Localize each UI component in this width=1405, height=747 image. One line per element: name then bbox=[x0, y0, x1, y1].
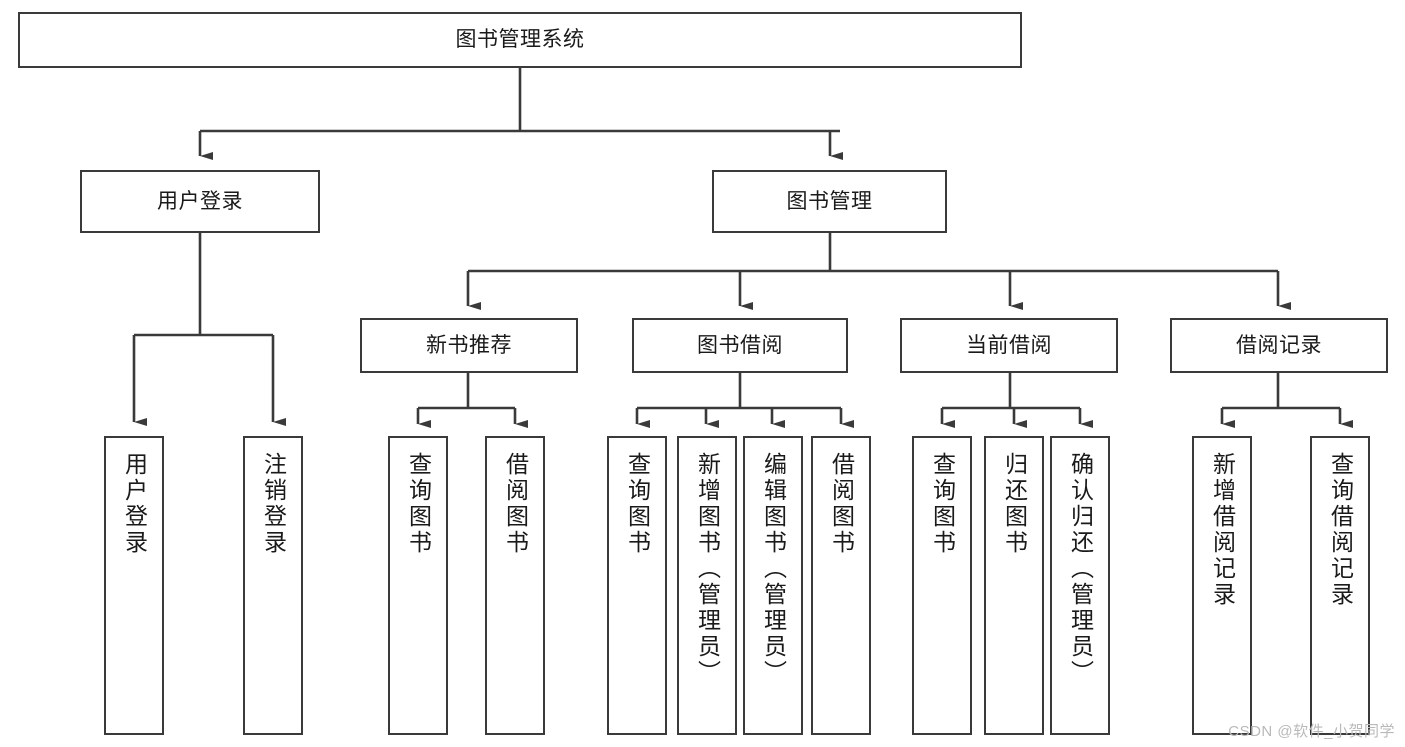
leaf-book-borrow-query[interactable]: 查询图书 bbox=[607, 436, 667, 735]
node-label: 新增借阅记录 bbox=[1209, 452, 1236, 608]
leaf-book-borrow-add[interactable]: 新增图书（管理员） bbox=[677, 436, 737, 735]
node-label: 归还图书 bbox=[1001, 452, 1028, 556]
node-label: 当前借阅 bbox=[966, 333, 1052, 357]
node-label: 新增图书（管理员） bbox=[694, 452, 721, 686]
node-user-login[interactable]: 用户登录 bbox=[80, 170, 320, 233]
node-book-management[interactable]: 图书管理 bbox=[712, 170, 947, 233]
leaf-user-login-login[interactable]: 用户登录 bbox=[104, 436, 164, 735]
leaf-book-borrow-edit[interactable]: 编辑图书（管理员） bbox=[743, 436, 803, 735]
node-label: 查询图书 bbox=[929, 452, 956, 556]
node-label: 确认归还（管理员） bbox=[1067, 452, 1094, 686]
node-label: 查询图书 bbox=[405, 452, 432, 556]
node-label: 图书借阅 bbox=[697, 333, 783, 357]
leaf-new-book-borrow[interactable]: 借阅图书 bbox=[485, 436, 545, 735]
node-label: 新书推荐 bbox=[426, 333, 512, 357]
node-label: 编辑图书（管理员） bbox=[760, 452, 787, 686]
node-book-borrow[interactable]: 图书借阅 bbox=[632, 318, 848, 373]
node-label: 用户登录 bbox=[121, 452, 148, 556]
node-label: 图书管理系统 bbox=[455, 28, 585, 52]
node-current-borrow[interactable]: 当前借阅 bbox=[900, 318, 1118, 373]
node-label: 查询借阅记录 bbox=[1327, 452, 1354, 608]
node-label: 用户登录 bbox=[157, 189, 243, 213]
node-label: 图书管理 bbox=[786, 189, 873, 213]
node-root-system[interactable]: 图书管理系统 bbox=[18, 12, 1022, 68]
watermark: CSDN @软件_小贺同学 bbox=[1228, 723, 1395, 740]
node-borrow-record[interactable]: 借阅记录 bbox=[1170, 318, 1388, 373]
leaf-current-borrow-confirm-return[interactable]: 确认归还（管理员） bbox=[1050, 436, 1110, 735]
node-label: 查询图书 bbox=[624, 452, 651, 556]
leaf-user-login-logout[interactable]: 注销登录 bbox=[243, 436, 303, 735]
leaf-borrow-record-query[interactable]: 查询借阅记录 bbox=[1310, 436, 1370, 735]
node-label: 借阅图书 bbox=[828, 452, 855, 556]
node-label: 注销登录 bbox=[260, 452, 287, 556]
leaf-new-book-query[interactable]: 查询图书 bbox=[388, 436, 448, 735]
node-new-book-recommend[interactable]: 新书推荐 bbox=[360, 318, 578, 373]
leaf-current-borrow-return[interactable]: 归还图书 bbox=[984, 436, 1044, 735]
node-label: 借阅图书 bbox=[502, 452, 529, 556]
leaf-book-borrow-borrow[interactable]: 借阅图书 bbox=[811, 436, 871, 735]
leaf-borrow-record-add[interactable]: 新增借阅记录 bbox=[1192, 436, 1252, 735]
node-label: 借阅记录 bbox=[1236, 333, 1322, 357]
leaf-current-borrow-query[interactable]: 查询图书 bbox=[912, 436, 972, 735]
